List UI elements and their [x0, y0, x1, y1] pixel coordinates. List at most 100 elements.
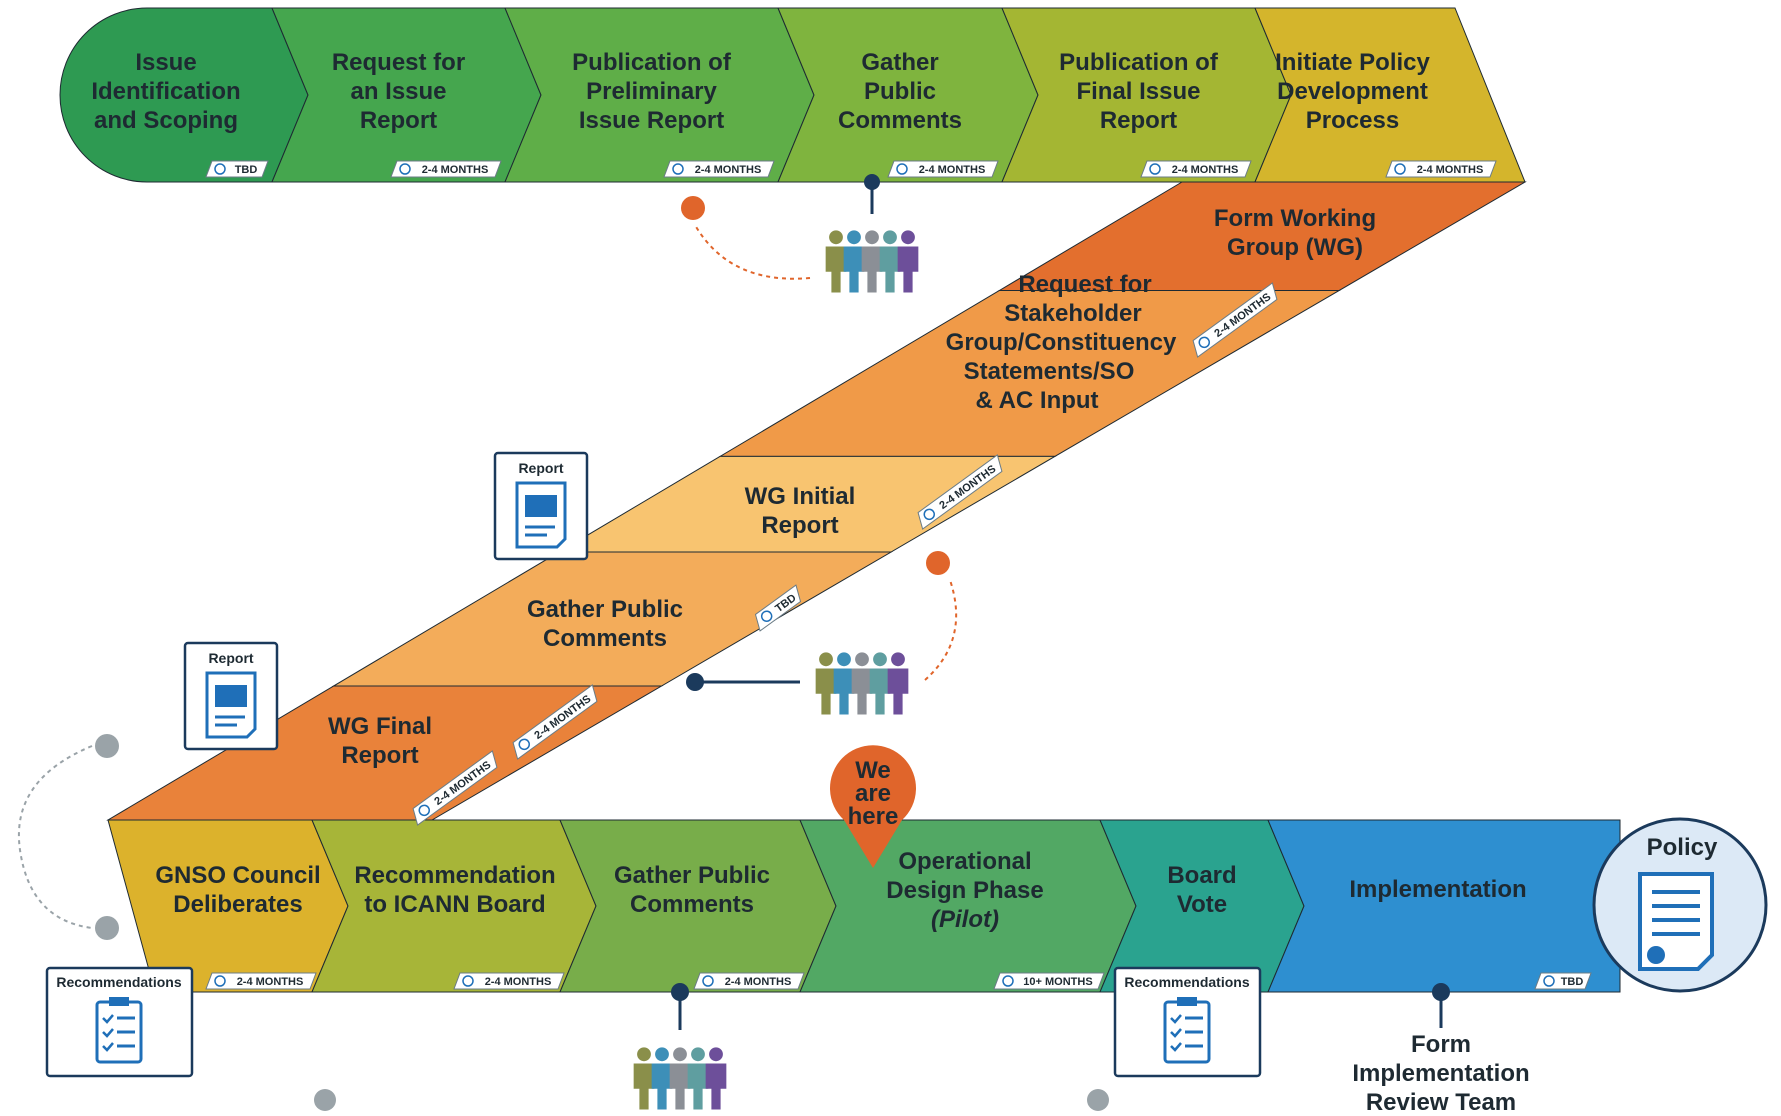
- top-stage-1: [59, 7, 309, 183]
- clock-icon: [418, 804, 431, 817]
- duration-badge: [1534, 972, 1592, 990]
- feedback-arrow: [924, 579, 958, 681]
- clock-icon: [702, 975, 714, 987]
- clock-icon: [214, 975, 226, 987]
- duration-badge: [693, 972, 805, 990]
- middle-stage-1-label: Group (WG): [1227, 234, 1363, 261]
- top-stage-2-label: Report: [360, 107, 437, 134]
- top-stage-3-label: Preliminary: [586, 78, 717, 105]
- clock-icon: [214, 163, 226, 175]
- people-group-icon: [633, 1047, 727, 1110]
- report-document-icon: [205, 671, 257, 739]
- duration-badge: [205, 972, 317, 990]
- top-stage-3-duration: 2-4 MONTHS: [695, 164, 762, 176]
- recommendations-label: Recommendations: [1124, 974, 1249, 990]
- bottom-stage-6-duration-wrap: TBD: [1534, 972, 1592, 990]
- top-stage-2-duration-wrap: 2-4 MONTHS: [390, 160, 502, 178]
- recommendations-icon: Recommendations: [1113, 966, 1262, 1078]
- top-stage-1-duration: TBD: [235, 164, 258, 176]
- top-stage-3-label: Publication of: [572, 49, 732, 76]
- top-stage-1-duration-wrap: TBD: [205, 160, 269, 178]
- we-are-here-text: are: [855, 780, 891, 807]
- duration-badge: [887, 160, 999, 178]
- clock-icon: [923, 508, 936, 521]
- clock-icon: [1002, 975, 1014, 987]
- duration-badge: [754, 584, 802, 632]
- top-stage-5-label: Report: [1100, 107, 1177, 134]
- bottom-stage-3-label: Comments: [630, 891, 754, 918]
- people-group-icon: [815, 652, 909, 715]
- clock-icon: [462, 975, 474, 987]
- feedback-arrow: [694, 224, 811, 280]
- connector-pin: [1432, 983, 1450, 1001]
- middle-stage-5-label: WG Final: [328, 713, 432, 740]
- clock-icon: [1394, 163, 1406, 175]
- we-are-here-text: here: [848, 803, 899, 830]
- report-label: Report: [208, 650, 253, 666]
- middle-stage-3-label: WG Initial: [745, 483, 856, 510]
- arrow-up-right-icon: [1087, 1089, 1109, 1111]
- top-stage-6-label: Initiate Policy: [1275, 49, 1430, 76]
- top-stage-4-duration: 2-4 MONTHS: [919, 164, 986, 176]
- bottom-stage-1-duration: 2-4 MONTHS: [237, 976, 304, 988]
- we-are-here-text: We: [855, 757, 891, 784]
- clock-icon: [399, 163, 411, 175]
- top-stage-6-duration-wrap: 2-4 MONTHS: [1385, 160, 1497, 178]
- form-review-team-label: Implementation: [1352, 1060, 1529, 1087]
- bottom-stage-3-duration-wrap: 2-4 MONTHS: [693, 972, 805, 990]
- connector-pin: [686, 673, 704, 691]
- bottom-stage-5-label: Vote: [1177, 891, 1227, 918]
- middle-stage-2-label: Group/Constituency: [946, 329, 1177, 356]
- bottom-stage-6-label: Implementation: [1349, 876, 1526, 903]
- top-stage-5-label: Final Issue: [1076, 78, 1200, 105]
- duration-badge: [1385, 160, 1497, 178]
- arrow-right-icon: [95, 916, 119, 940]
- middle-stage-5-label: Report: [341, 742, 418, 769]
- duration-badge: [993, 972, 1105, 990]
- bottom-stage-2-label: to ICANN Board: [364, 891, 545, 918]
- clock-icon: [1543, 975, 1555, 987]
- middle-stage-2-label: Stakeholder: [1004, 300, 1141, 327]
- top-stage-6-label: Process: [1306, 107, 1399, 134]
- middle-stage-2-label: Statements/SO: [964, 358, 1135, 385]
- duration-badge: [663, 160, 775, 178]
- bottom-stage-4-label: Design Phase: [886, 877, 1043, 904]
- middle-stage-4-label: Gather Public: [527, 596, 683, 623]
- clock-icon: [1149, 163, 1161, 175]
- loop-arrow: [18, 745, 93, 929]
- top-stage-1-label: Issue: [135, 49, 196, 76]
- arrow-up-left-icon: [926, 551, 950, 575]
- bottom-stage-3-duration: 2-4 MONTHS: [725, 976, 792, 988]
- connector-pin: [671, 983, 689, 1001]
- duration-badge: [1140, 160, 1252, 178]
- top-stage-5-duration-wrap: 2-4 MONTHS: [1140, 160, 1252, 178]
- recommendations-label: Recommendations: [56, 974, 181, 990]
- top-stage-3-label: Issue Report: [579, 107, 724, 134]
- duration-badge: [453, 972, 565, 990]
- clock-icon: [760, 610, 773, 622]
- top-stage-1-label: Identification: [91, 78, 240, 105]
- duration-badge: [390, 160, 502, 178]
- arrow-up-icon: [681, 196, 705, 220]
- bottom-stage-2-label: Recommendation: [354, 862, 555, 889]
- clock-icon: [896, 163, 908, 175]
- middle-stage-1-label: Form Working: [1214, 205, 1376, 232]
- we-are-here-marker: [830, 745, 916, 868]
- clock-icon: [1198, 336, 1211, 349]
- middle-stage-3-label: Report: [761, 512, 838, 539]
- bottom-stage-5-label: Board: [1167, 862, 1236, 889]
- bottom-stage-1-label: Deliberates: [173, 891, 302, 918]
- duration-badge: [917, 454, 1003, 530]
- report-icon: Report: [183, 641, 279, 751]
- connector-pin: [864, 174, 880, 190]
- bottom-stage-4-label: (Pilot): [931, 906, 999, 933]
- bottom-stage-1-label: GNSO Council: [155, 862, 320, 889]
- top-stage-4-label: Public: [864, 78, 936, 105]
- duration-badge: [1192, 282, 1278, 358]
- form-review-team-label: Form: [1411, 1031, 1471, 1058]
- middle-stage-2-label: & AC Input: [975, 387, 1098, 414]
- recommendations-icon: Recommendations: [45, 966, 194, 1078]
- middle-stage-2-label: Request for: [1018, 271, 1151, 298]
- top-stage-6-duration: 2-4 MONTHS: [1417, 164, 1484, 176]
